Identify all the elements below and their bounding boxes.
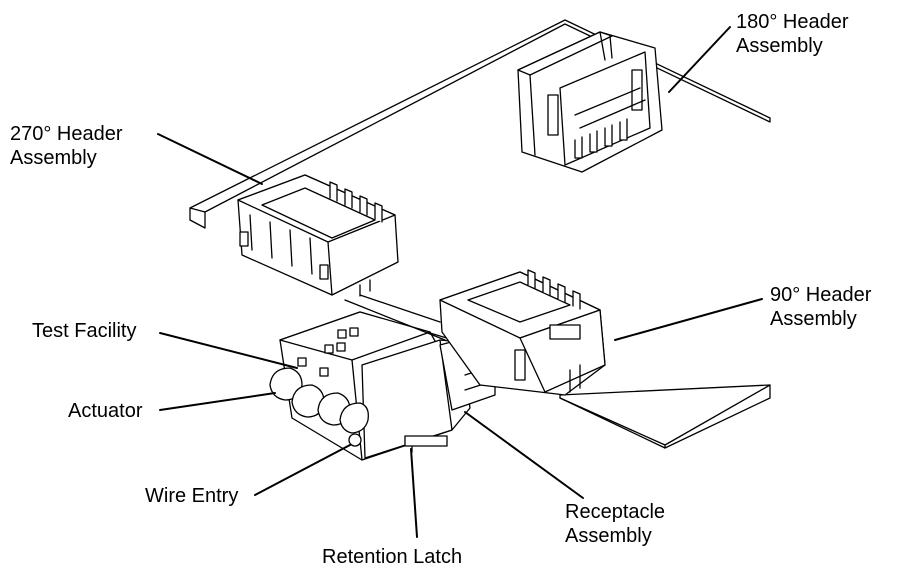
pcb-board-front (560, 385, 770, 448)
label-test-facility: Test Facility (32, 320, 137, 342)
label-actuator: Actuator (68, 400, 143, 422)
label-receptacle-assembly: Receptacle Assembly (565, 500, 665, 548)
label-90-header-assembly: 90° Header Assembly (770, 283, 871, 331)
leader-line-retention-latch (410, 448, 418, 538)
label-180-header-assembly: 180° Header Assembly (736, 10, 849, 58)
label-180-header-line2: Assembly (736, 35, 823, 57)
leader-line-actuator (159, 392, 276, 411)
label-90-header-line2: Assembly (770, 308, 857, 330)
leader-line-receptacle (464, 411, 584, 499)
header-180-assembly (518, 32, 662, 172)
leader-line-270-header (157, 133, 263, 185)
label-270-header-line2: Assembly (10, 147, 97, 169)
label-retention-latch: Retention Latch (322, 546, 463, 568)
label-receptacle-line1: Receptacle (565, 501, 666, 523)
leader-line-wire-entry (254, 444, 351, 496)
actuators (270, 358, 368, 447)
mating-channel (345, 295, 445, 340)
label-180-header-line1: 180° Header (736, 11, 849, 33)
leader-line-180-header (668, 26, 731, 93)
label-270-header-assembly: 270° Header Assembly (10, 122, 123, 170)
label-90-header-line1: 90° Header (770, 284, 872, 306)
label-270-header-line1: 270° Header (10, 123, 123, 145)
label-receptacle-line2: Assembly (565, 525, 652, 547)
label-wire-entry: Wire Entry (145, 485, 239, 507)
header-270-assembly (238, 175, 398, 296)
leader-line-test-facility (159, 332, 298, 369)
leader-line-90-header (614, 298, 763, 341)
header-90-assembly (440, 270, 605, 395)
